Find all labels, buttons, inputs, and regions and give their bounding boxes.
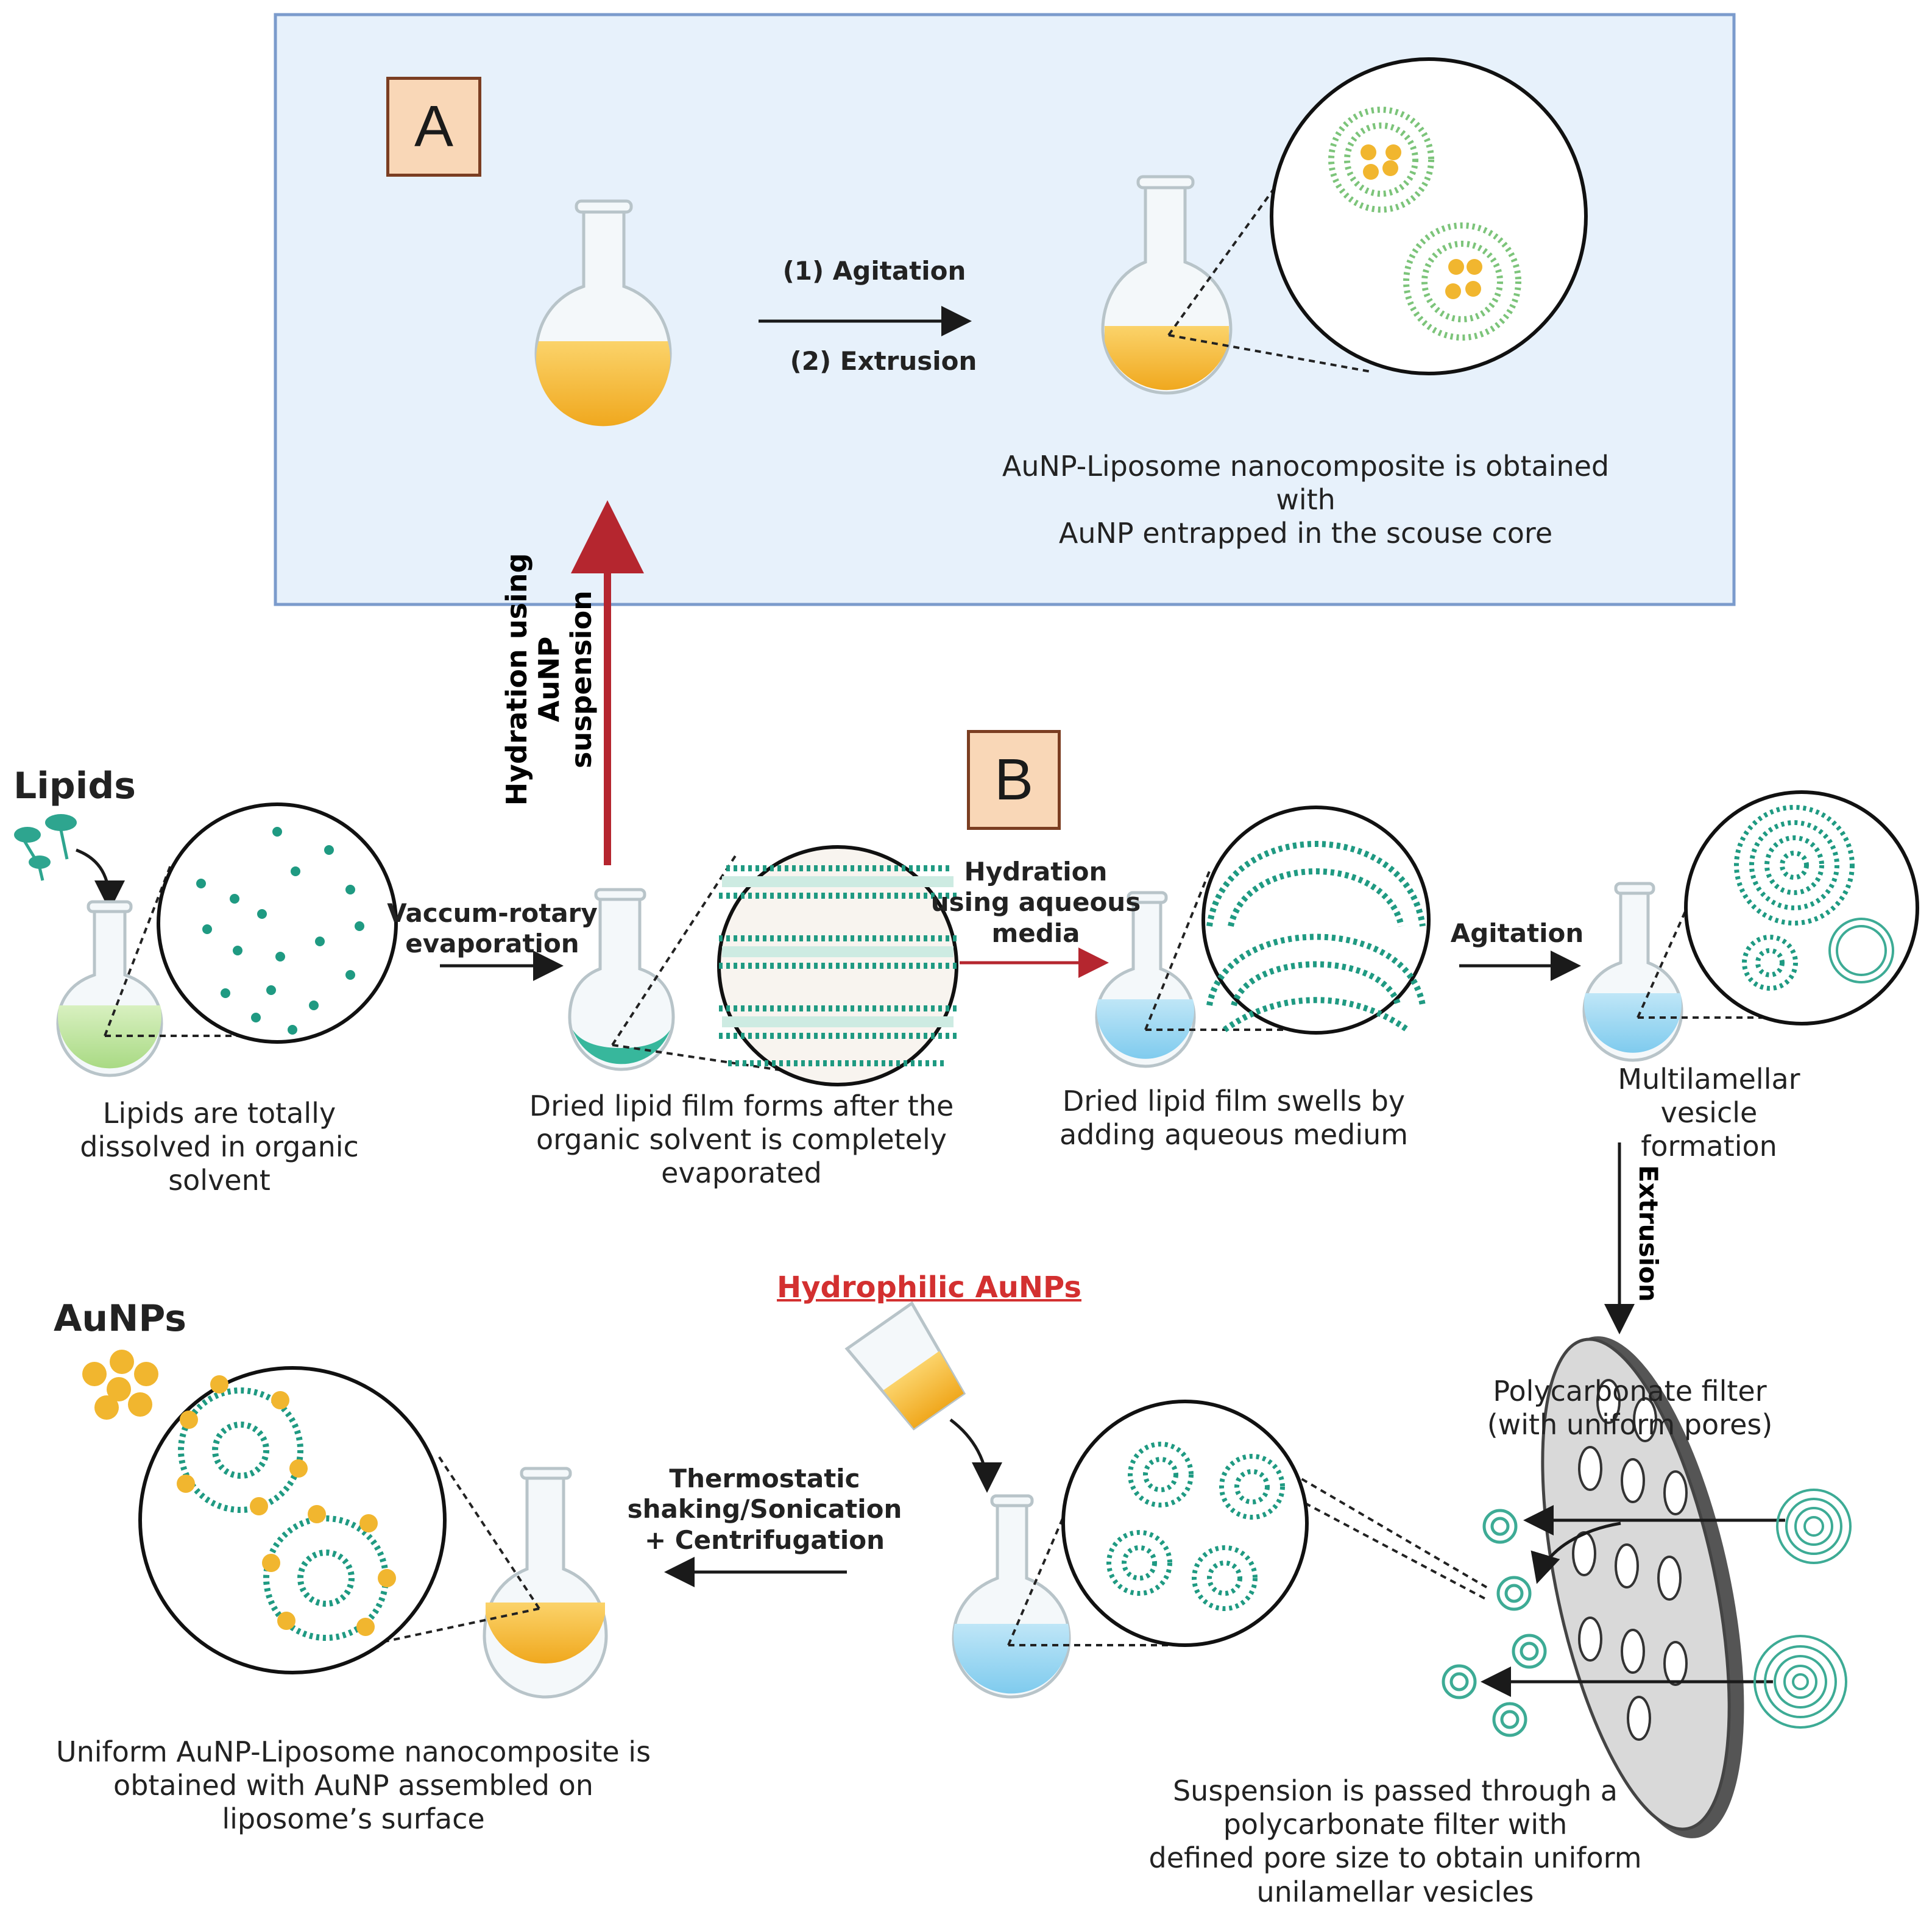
- flask-final: [483, 1467, 608, 1699]
- zoom-circle-suspension: [1007, 1400, 1488, 1647]
- flask-a-result: [1101, 175, 1233, 395]
- agitation-label: Agitation: [1450, 918, 1584, 948]
- vesicles-after-filter: [1442, 1509, 1547, 1737]
- lipids-caption: Lipids are totally dissolved in organic …: [80, 1097, 359, 1197]
- swelling-caption: Dried lipid film swells by adding aqueou…: [1059, 1085, 1409, 1152]
- zoom-circle-lipids: [104, 802, 398, 1044]
- lipid-molecules-icon: [14, 814, 77, 881]
- panel-a-label: A: [386, 77, 481, 177]
- dried-film-caption: Dried lipid film forms after the organic…: [529, 1089, 954, 1190]
- hydration-aqueous-label: Hydration using aqueous media: [930, 857, 1141, 948]
- step-agitation-label: (1) Agitation: [782, 256, 966, 286]
- polycarbonate-filter: [1541, 1336, 1744, 1838]
- beaker-pour-arrow: [949, 1418, 1002, 1493]
- beaker-hydrophilic-aunps: [844, 1301, 966, 1431]
- final-caption: Uniform AuNP-Liposome nanocomposite is o…: [55, 1735, 651, 1836]
- liposome-entrapped-2: [1403, 222, 1521, 341]
- aunps-icon: [82, 1350, 158, 1420]
- step-extrusion-label: (2) Extrusion: [790, 346, 977, 376]
- lipid-add-arrow: [76, 848, 125, 911]
- zoom-circle-final: [138, 1366, 540, 1674]
- evaporation-label: Vaccum-rotary evaporation: [387, 898, 598, 959]
- vesicles-before-filter: [1753, 1489, 1852, 1729]
- lipids-title: Lipids: [13, 765, 136, 807]
- diagram-graphics: [14, 13, 1919, 1838]
- aunps-title: AuNPs: [54, 1297, 186, 1340]
- flask-a-gold: [534, 199, 672, 427]
- thermostatic-label: Thermostatic shaking/Sonication + Centri…: [627, 1464, 902, 1555]
- diagram-canvas: A B (1) Agitation (2) Extrusion AuNP-Lip…: [13, 13, 1919, 1908]
- hydrophilic-aunps-label: Hydrophilic AuNPs: [777, 1270, 1081, 1305]
- flask-suspension: [952, 1494, 1071, 1699]
- panel-b-label: B: [967, 730, 1061, 830]
- mlv-caption: Multilamellar vesicle formation: [1618, 1063, 1800, 1163]
- hydration-aunp-label: Hydration using AuNP suspension: [500, 553, 598, 806]
- panel-a-result-caption: AuNP-Liposome nanocomposite is obtained …: [1002, 450, 1610, 550]
- suspension-caption: Suspension is passed through a polycarbo…: [1148, 1774, 1642, 1908]
- zoom-circle-swelling: [1144, 806, 1431, 1035]
- zoom-circle-mlv: [1637, 790, 1919, 1025]
- zoom-circle-a: [1167, 57, 1588, 375]
- extrusion-label: Extrusion: [1633, 1165, 1663, 1302]
- flask-dried-film: [568, 888, 675, 1071]
- filter-caption: Polycarbonate filter (with uniform pores…: [1487, 1375, 1773, 1442]
- zoom-circle-film: [611, 845, 958, 1086]
- flask-multilamellar: [1582, 882, 1683, 1062]
- filter-input-arrows: [1481, 1505, 1785, 1697]
- liposome-entrapped-1: [1328, 107, 1434, 213]
